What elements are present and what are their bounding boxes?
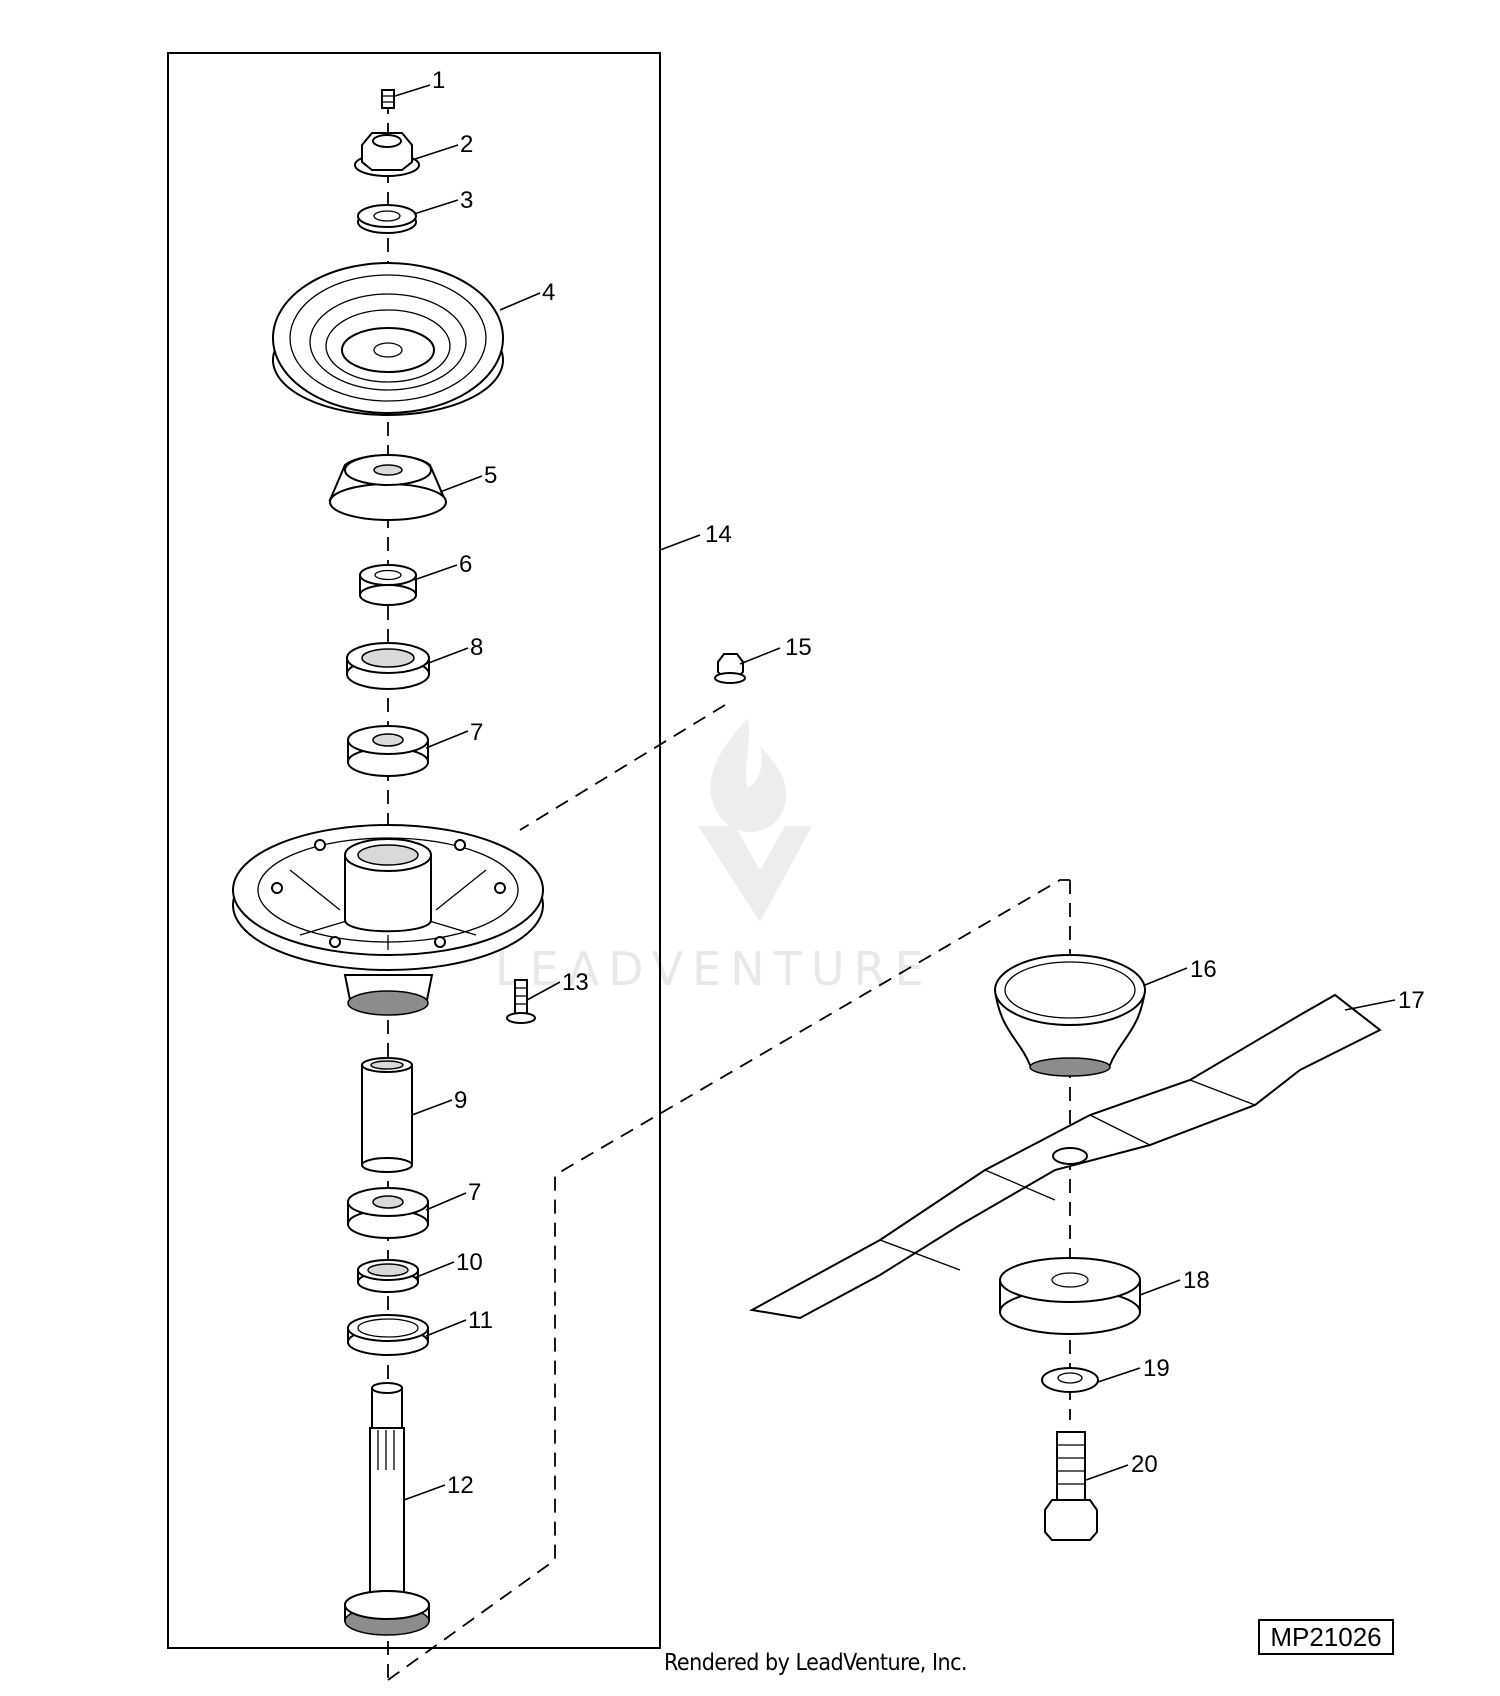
bolt-routing-line (519, 704, 726, 831)
carriage-bolt-part (506, 979, 536, 1024)
callout-11: 11 (468, 1307, 493, 1334)
callout-10: 10 (456, 1249, 483, 1276)
callout-4: 4 (542, 279, 555, 306)
callout-8: 8 (470, 634, 483, 661)
callout-20: 20 (1131, 1451, 1158, 1478)
dust-seal-part (347, 1314, 429, 1356)
footer-credit: Rendered by LeadVenture, Inc. (664, 1650, 968, 1676)
callout-15: 15 (785, 634, 812, 661)
lower-seal-part (357, 1259, 419, 1293)
spindle-housing-part (232, 824, 544, 1016)
blade-washer-part (999, 1257, 1141, 1335)
blade-routing-line (387, 879, 1070, 1681)
blade-bolt-part (1044, 1431, 1098, 1541)
callout-7-lower: 7 (468, 1179, 481, 1206)
callout-16: 16 (1190, 956, 1217, 983)
leader-lines (394, 84, 1396, 1501)
callout-18: 18 (1183, 1267, 1210, 1294)
mower-blade-part (748, 993, 1382, 1320)
pulley-part (272, 262, 504, 416)
callout-9: 9 (454, 1087, 467, 1114)
lower-bearing-part (347, 1187, 429, 1239)
callout-13: 13 (562, 969, 589, 996)
bearing-shield-part (328, 454, 447, 521)
lock-washer-part (1041, 1367, 1099, 1393)
figure-id-label: MP21026 (1258, 1619, 1394, 1655)
leadventure-watermark: LEADVENTURE (495, 718, 933, 996)
callout-19: 19 (1143, 1355, 1170, 1382)
callout-17: 17 (1398, 987, 1425, 1014)
callout-3: 3 (460, 187, 473, 214)
callout-6: 6 (459, 551, 472, 578)
callout-1: 1 (432, 67, 445, 94)
upper-bearing-part (347, 725, 429, 777)
spline-spacer-part (359, 564, 417, 606)
assembly-box (167, 52, 661, 1649)
callout-7-upper: 7 (470, 719, 483, 746)
seal-part (346, 642, 430, 690)
watermark-text: LEADVENTURE (495, 942, 933, 996)
callout-2: 2 (460, 131, 473, 158)
flange-nut-part (714, 653, 746, 684)
spindle-shaft-part (344, 1382, 430, 1636)
spline-washer-part (357, 204, 417, 234)
callout-14: 14 (705, 521, 732, 548)
callout-5: 5 (484, 462, 497, 489)
spacer-tube-part (361, 1057, 413, 1173)
blade-adapter-part (993, 954, 1147, 1077)
callout-12: 12 (447, 1472, 474, 1499)
grease-fitting-part (381, 89, 395, 109)
hex-nut-part (354, 132, 420, 177)
